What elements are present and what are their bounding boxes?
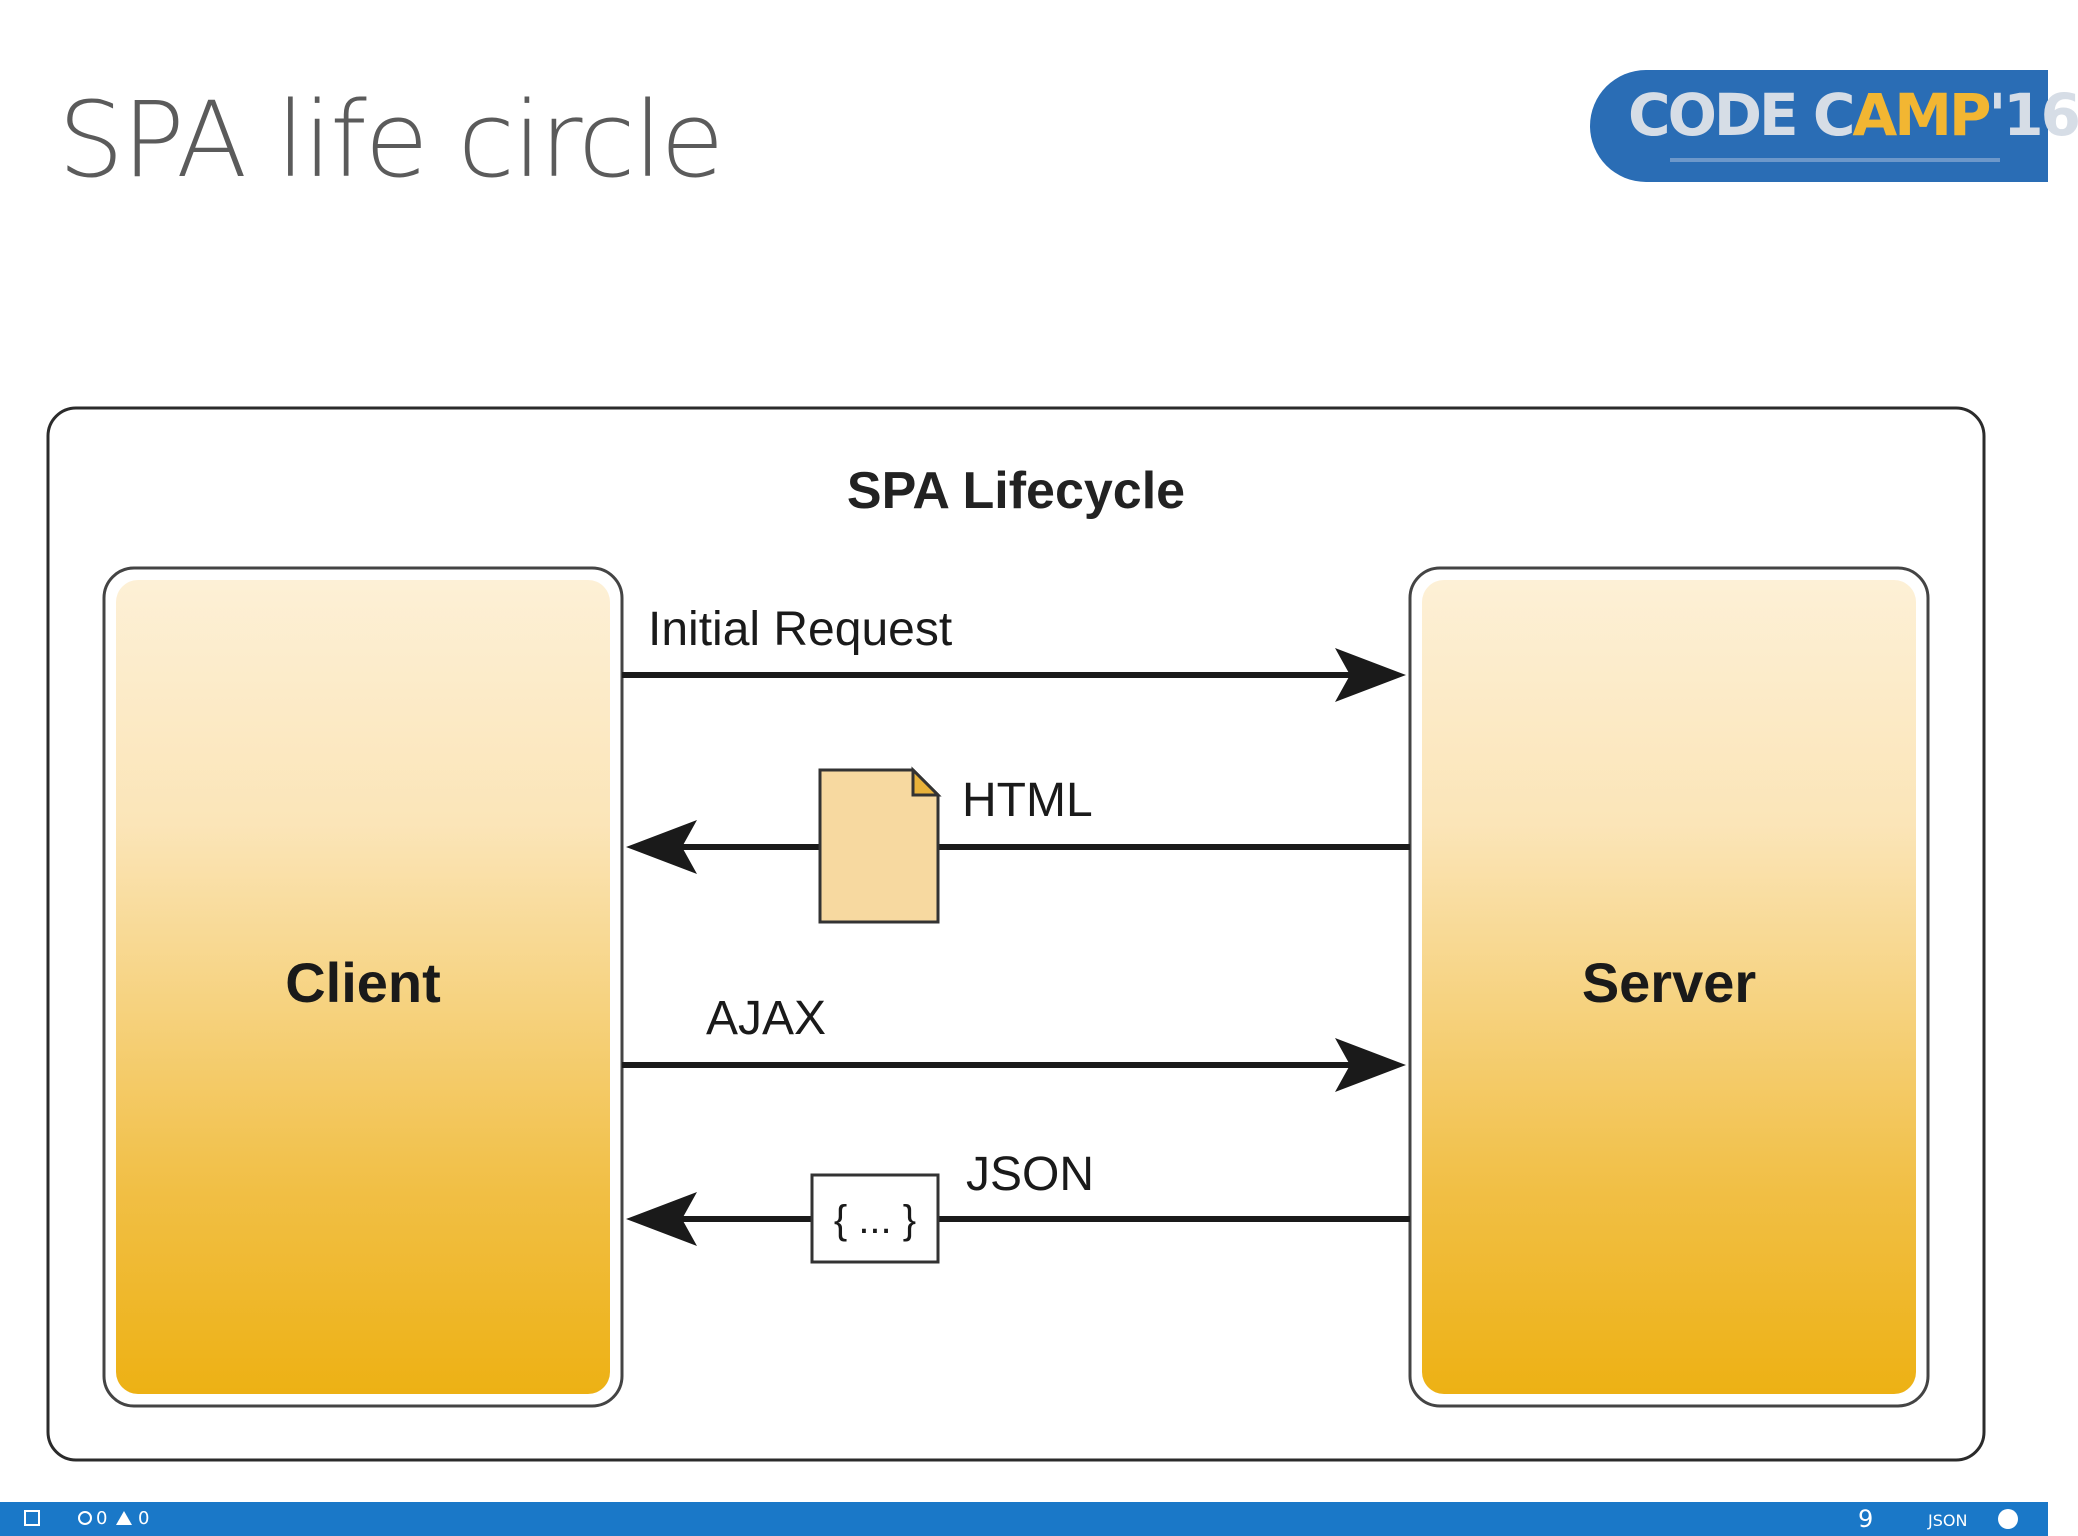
json-payload-box: { ... }: [810, 1173, 940, 1264]
html-document-icon: [818, 766, 942, 924]
json-payload-label: { ... }: [834, 1198, 916, 1242]
html-label: HTML: [962, 774, 1093, 827]
language-mode[interactable]: JSON: [1928, 1511, 1968, 1530]
slide-title: SPA life circle: [58, 79, 724, 201]
codecamp-logo: CODE CAMP'16: [1590, 70, 2078, 182]
error-icon[interactable]: [78, 1511, 92, 1525]
ajax-label: AJAX: [706, 992, 826, 1045]
initial-request-arrow: Initial Request: [622, 603, 1406, 702]
diagram-title: SPA Lifecycle: [847, 462, 1185, 520]
spa-lifecycle-diagram: SPA Lifecycle Client Server Initial Requ…: [46, 406, 1986, 1462]
error-count[interactable]: 0: [96, 1508, 108, 1529]
server-label: Server: [1582, 951, 1756, 1014]
remote-window-icon[interactable]: [24, 1510, 40, 1526]
logo-subtitle-line: [1670, 158, 2000, 162]
client-box: Client: [102, 566, 624, 1408]
server-box: Server: [1408, 566, 1930, 1408]
ajax-request-arrow: AJAX: [622, 992, 1406, 1092]
html-response-arrow: HTML: [626, 774, 1410, 874]
page-number: 9: [1858, 1505, 1874, 1533]
warning-count[interactable]: 0: [138, 1508, 150, 1529]
json-label: JSON: [966, 1148, 1094, 1201]
client-label: Client: [285, 951, 441, 1014]
json-response-arrow: JSON: [626, 1148, 1410, 1246]
warning-icon[interactable]: [116, 1511, 132, 1525]
initial-request-label: Initial Request: [648, 603, 952, 656]
status-bar: 0 0 9 JSON: [0, 1502, 2048, 1536]
logo-wordmark: CODE CAMP'16: [1628, 81, 2078, 149]
feedback-smiley-icon[interactable]: [1998, 1509, 2018, 1529]
